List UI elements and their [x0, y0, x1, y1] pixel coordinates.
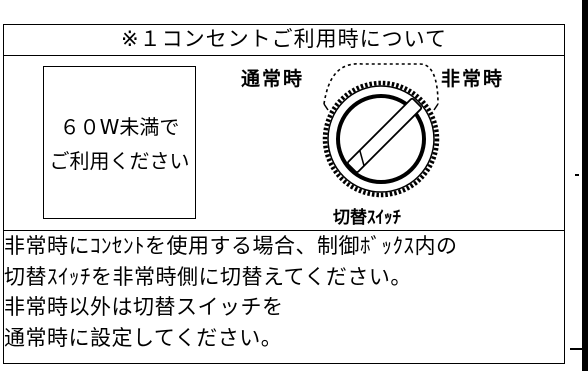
rotation-range-arc: [323, 63, 439, 105]
normal-position-label: 通常時: [241, 68, 305, 90]
instruction-line: 非常時以外は切替スイッチを: [4, 295, 284, 319]
page-edge-border: [582, 0, 588, 371]
emergency-position-label: 非常時: [441, 68, 505, 90]
wattage-limit-box: ６０W未満で ご利用ください: [43, 66, 196, 219]
emergency-tick: [433, 103, 439, 111]
notice-frame: [3, 24, 565, 364]
instruction-line: 非常時にｺﾝｾﾝﾄを使用する場合、制御ﾎﾞｯｸｽ内の: [4, 234, 458, 258]
switch-outer-ring: [327, 85, 435, 193]
wattage-limit-line2: ご利用ください: [49, 149, 190, 173]
instruction-line: 通常時に設定してください。: [4, 325, 283, 350]
switch-label: 切替ｽｲｯﾁ: [333, 208, 401, 228]
instruction-line: 切替ｽｲｯﾁを非常時側に切替えてください。: [4, 264, 412, 289]
switch-lever: [346, 97, 423, 174]
notice-title: ※１コンセントご利用時について: [3, 24, 565, 56]
margin-mark: [570, 348, 582, 350]
margin-mark: [575, 174, 579, 176]
wattage-limit-line1: ６０W未満で: [59, 115, 180, 139]
selector-switch-icon: [322, 63, 440, 198]
instructions: 非常時にｺﾝｾﾝﾄを使用する場合、制御ﾎﾞｯｸｽ内の 切替ｽｲｯﾁを非常時側に切…: [3, 230, 565, 353]
normal-tick: [323, 103, 329, 111]
